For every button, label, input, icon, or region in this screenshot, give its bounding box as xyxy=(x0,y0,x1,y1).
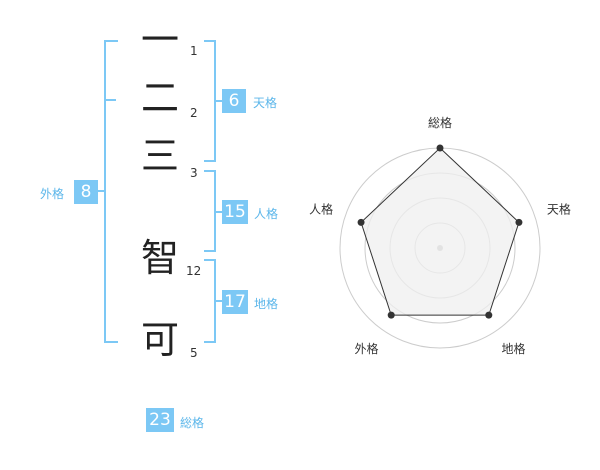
jinkaku-label: 人格 xyxy=(254,207,279,221)
radar-axis-label-2: 地格 xyxy=(501,341,525,356)
radar-point-3 xyxy=(387,311,395,319)
radar-axis-label-1: 天格 xyxy=(547,201,571,216)
chikaku-label: 地格 xyxy=(254,297,279,311)
name-char-3: 三 xyxy=(140,134,179,178)
jinkaku-connector xyxy=(214,211,222,213)
soukaku-label: 総格 xyxy=(180,416,205,430)
tenkaku-label: 天格 xyxy=(253,96,278,110)
name-char-5: 可 xyxy=(140,318,179,362)
gaikaku-connector xyxy=(96,190,104,192)
chikaku-value: 17 xyxy=(222,290,248,314)
radar-axis-label-3: 外格 xyxy=(355,341,379,356)
radar-point-4 xyxy=(357,218,365,226)
stroke-count-3: 3 xyxy=(190,166,198,180)
stroke-count-1: 1 xyxy=(190,44,198,58)
radar-point-1 xyxy=(515,218,523,226)
radar-axis-label-4: 人格 xyxy=(309,201,333,216)
soukaku-value: 23 xyxy=(146,408,174,432)
stroke-count-2: 2 xyxy=(190,106,198,120)
gaikaku-label: 外格 xyxy=(40,187,65,201)
stroke-count-4: 12 xyxy=(186,264,202,278)
radar-point-0 xyxy=(436,144,444,152)
jinkaku-value: 15 xyxy=(222,200,248,224)
gaikaku-value: 8 xyxy=(74,180,98,204)
radar-point-2 xyxy=(485,311,493,319)
name-char-2: 二 xyxy=(140,76,179,120)
tenkaku-value: 6 xyxy=(222,89,246,113)
radar-series-area xyxy=(360,147,520,316)
tenkaku-connector xyxy=(214,100,222,102)
radar-axis-label-0: 総格 xyxy=(428,115,452,130)
gaikaku-bracket xyxy=(104,40,118,343)
name-char-1: 一 xyxy=(140,18,179,62)
gaikaku-bracket-mid xyxy=(104,99,116,101)
name-char-4: 智 xyxy=(140,236,179,280)
chikaku-connector xyxy=(214,300,222,302)
stroke-count-5: 5 xyxy=(190,346,198,360)
